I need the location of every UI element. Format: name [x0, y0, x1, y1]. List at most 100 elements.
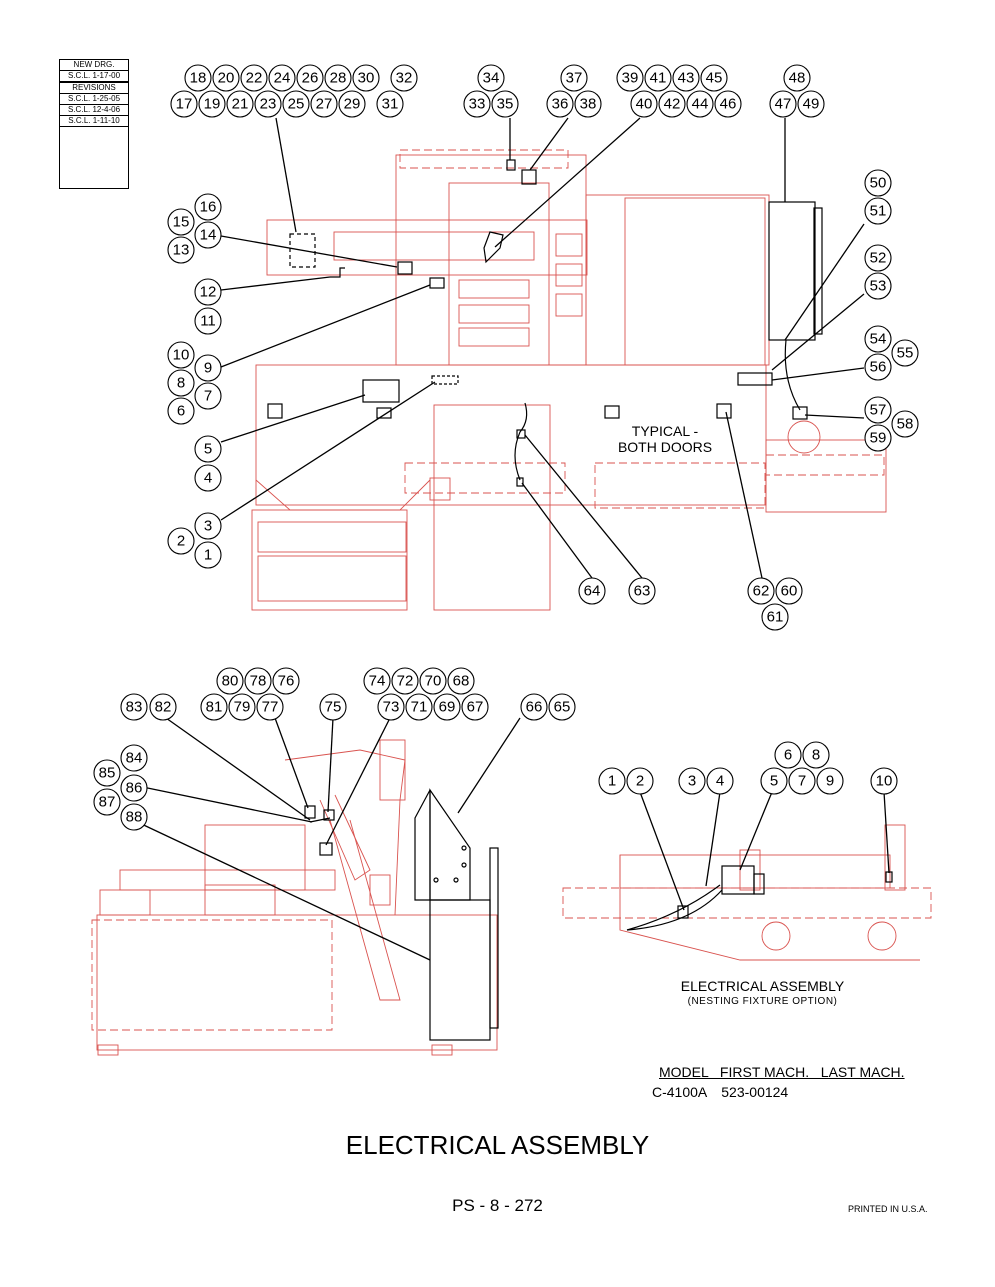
- svg-text:10: 10: [876, 773, 893, 790]
- item-balloon: 6: [774, 741, 802, 769]
- revision-blank: [60, 127, 128, 157]
- item-balloon: 43: [672, 64, 700, 92]
- item-balloon: 12: [194, 278, 222, 306]
- svg-text:36: 36: [552, 96, 569, 113]
- svg-text:48: 48: [789, 70, 806, 87]
- item-balloon: 55: [891, 339, 919, 367]
- typical-note-line2: BOTH DOORS: [617, 439, 713, 455]
- new-drawing-date: S.C.L. 1-17-00: [60, 71, 128, 83]
- svg-text:5: 5: [204, 441, 212, 458]
- svg-text:72: 72: [397, 673, 414, 690]
- svg-text:14: 14: [200, 227, 217, 244]
- item-balloon: 64: [578, 577, 606, 605]
- svg-text:52: 52: [870, 250, 887, 267]
- item-balloon: 79: [228, 693, 256, 721]
- item-balloon: 70: [419, 667, 447, 695]
- item-balloon: 39: [616, 64, 644, 92]
- item-balloon: 22: [240, 64, 268, 92]
- svg-text:40: 40: [636, 96, 653, 113]
- item-balloon: 51: [864, 197, 892, 225]
- item-balloon: 72: [391, 667, 419, 695]
- machine-outline-top: [251, 149, 887, 611]
- item-balloon: 9: [816, 767, 844, 795]
- item-balloon: 16: [194, 193, 222, 221]
- item-balloon: 88: [120, 803, 148, 831]
- svg-text:7: 7: [204, 388, 212, 405]
- page-code: PS - 8 - 272: [452, 1196, 543, 1215]
- item-balloon: 87: [93, 788, 121, 816]
- revisions-label: REVISIONS: [60, 83, 128, 94]
- svg-text:10: 10: [173, 347, 190, 364]
- item-balloon: 60: [775, 577, 803, 605]
- item-balloon: 84: [120, 744, 148, 772]
- item-balloon: 19: [198, 90, 226, 118]
- item-balloon: 8: [802, 741, 830, 769]
- svg-text:27: 27: [316, 96, 333, 113]
- svg-text:20: 20: [218, 70, 235, 87]
- model-table-header: MODEL FIRST MACH. LAST MACH.: [659, 1064, 905, 1080]
- svg-text:2: 2: [636, 773, 644, 790]
- svg-text:30: 30: [358, 70, 375, 87]
- item-balloon: 2: [167, 527, 195, 555]
- svg-text:32: 32: [396, 70, 413, 87]
- item-balloon: 8: [167, 369, 195, 397]
- svg-text:83: 83: [126, 699, 143, 716]
- svg-text:8: 8: [177, 375, 185, 392]
- machine-outline-side: [91, 739, 498, 1056]
- leader-lines: [132, 117, 890, 961]
- svg-text:62: 62: [753, 583, 770, 600]
- svg-text:29: 29: [344, 96, 361, 113]
- svg-text:24: 24: [274, 70, 291, 87]
- svg-text:67: 67: [467, 699, 484, 716]
- svg-text:71: 71: [411, 699, 428, 716]
- svg-text:2: 2: [177, 533, 185, 550]
- item-balloon: 18: [184, 64, 212, 92]
- item-balloon: 4: [194, 464, 222, 492]
- item-balloon: 9: [194, 354, 222, 382]
- svg-text:53: 53: [870, 278, 887, 295]
- item-balloon: 42: [658, 90, 686, 118]
- item-balloon: 62: [747, 577, 775, 605]
- item-balloon: 26: [296, 64, 324, 92]
- svg-text:44: 44: [692, 96, 709, 113]
- nesting-view-subtitle: (NESTING FIXTURE OPTION): [687, 996, 838, 1007]
- item-balloon: 57: [864, 396, 892, 424]
- item-balloon: 31: [376, 90, 404, 118]
- svg-text:6: 6: [784, 747, 792, 764]
- item-balloon: 20: [212, 64, 240, 92]
- item-balloon: 36: [546, 90, 574, 118]
- item-balloon: 29: [338, 90, 366, 118]
- item-balloon: 66: [520, 693, 548, 721]
- item-balloon: 5: [194, 435, 222, 463]
- item-balloon: 59: [864, 424, 892, 452]
- item-balloon: 23: [254, 90, 282, 118]
- item-balloon: 68: [447, 667, 475, 695]
- svg-text:35: 35: [497, 96, 514, 113]
- item-balloon: 5: [760, 767, 788, 795]
- item-balloon: 65: [548, 693, 576, 721]
- svg-text:28: 28: [330, 70, 347, 87]
- item-balloon: 82: [149, 693, 177, 721]
- item-balloon: 4: [706, 767, 734, 795]
- item-balloon: 24: [268, 64, 296, 92]
- item-balloon: 34: [477, 64, 505, 92]
- svg-text:88: 88: [126, 809, 143, 826]
- item-balloon: 33: [463, 90, 491, 118]
- item-balloon: 71: [405, 693, 433, 721]
- item-balloon: 80: [216, 667, 244, 695]
- item-balloon: 54: [864, 325, 892, 353]
- item-balloon: 74: [363, 667, 391, 695]
- item-balloon: 50: [864, 169, 892, 197]
- item-balloon: 14: [194, 221, 222, 249]
- item-balloon: 53: [864, 272, 892, 300]
- item-balloon: 46: [714, 90, 742, 118]
- item-balloon: 10: [870, 767, 898, 795]
- item-balloon: 17: [170, 90, 198, 118]
- item-balloon: 77: [256, 693, 284, 721]
- item-balloon: 37: [560, 64, 588, 92]
- svg-text:80: 80: [222, 673, 239, 690]
- item-balloon: 83: [120, 693, 148, 721]
- svg-text:73: 73: [383, 699, 400, 716]
- svg-text:15: 15: [173, 214, 190, 231]
